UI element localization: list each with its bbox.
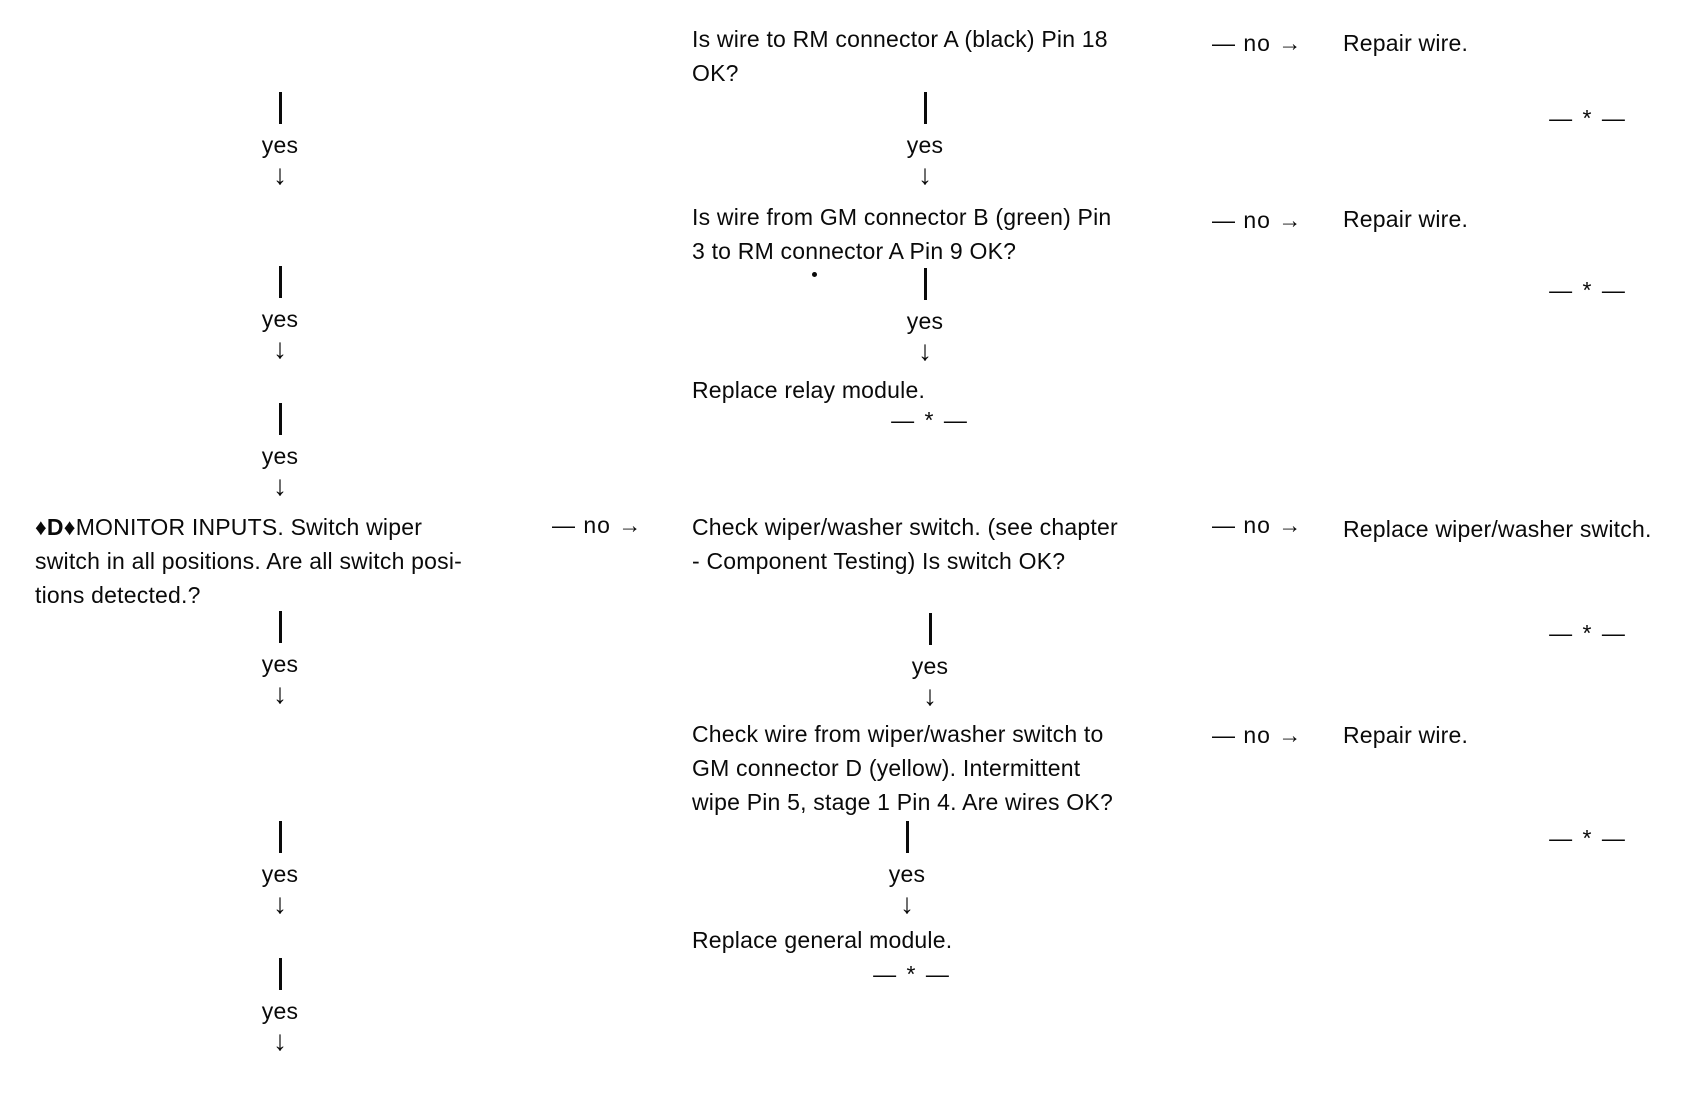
yes-chain: yes ↓ bbox=[885, 613, 975, 710]
footnote-separator: — * — bbox=[1549, 277, 1627, 303]
footnote-separator: — * — bbox=[873, 961, 951, 987]
yes-chain: yes ↓ bbox=[235, 958, 325, 1055]
yes-label: yes bbox=[888, 861, 926, 887]
yes-chain: yes ↓ bbox=[880, 92, 970, 189]
footnote-separator: — * — bbox=[1549, 105, 1627, 131]
yes-label: yes bbox=[261, 651, 299, 677]
flow-line-vertical bbox=[905, 821, 909, 853]
down-arrow-icon: ↓ bbox=[273, 333, 287, 364]
down-arrow-icon: ↓ bbox=[923, 680, 937, 711]
flow-line-vertical bbox=[278, 611, 282, 643]
no-connector: — no → bbox=[1212, 30, 1303, 56]
down-arrow-icon: ↓ bbox=[273, 159, 287, 190]
q2-wire-gm-b-pin3: Is wire from GM connector B (green) Pin … bbox=[692, 204, 1112, 264]
stray-mark bbox=[812, 272, 817, 277]
no-connector: — no → bbox=[552, 512, 643, 538]
down-arrow-icon: ↓ bbox=[918, 159, 932, 190]
q4-check-wires-gm-d: Check wire from wiper/washer switch to G… bbox=[692, 721, 1113, 815]
r2-replace-general-module: Replace general module. bbox=[692, 927, 953, 953]
d-step-marker: ♦D♦ bbox=[35, 514, 76, 540]
d-monitor-inputs-block: ♦D♦MONITOR INPUTS. Switch wiper switch i… bbox=[35, 510, 535, 612]
down-arrow-icon: ↓ bbox=[918, 335, 932, 366]
yes-label: yes bbox=[261, 998, 299, 1024]
yes-label: yes bbox=[261, 443, 299, 469]
yes-chain: yes ↓ bbox=[235, 821, 325, 918]
r1-replace-relay-module: Replace relay module. bbox=[692, 377, 926, 403]
flow-line-vertical bbox=[278, 266, 282, 298]
yes-chain: yes ↓ bbox=[235, 92, 325, 189]
flow-line-vertical bbox=[278, 821, 282, 853]
yes-label: yes bbox=[911, 653, 949, 679]
footnote-separator: — * — bbox=[1549, 620, 1627, 646]
q3-check-wiper-washer-switch: Check wiper/washer switch. (see chapter … bbox=[692, 514, 1118, 574]
yes-chain: yes ↓ bbox=[862, 821, 952, 918]
flow-line-vertical bbox=[278, 92, 282, 124]
down-arrow-icon: ↓ bbox=[273, 1025, 287, 1056]
yes-label: yes bbox=[261, 132, 299, 158]
down-arrow-icon: ↓ bbox=[273, 888, 287, 919]
down-arrow-icon: ↓ bbox=[273, 678, 287, 709]
flow-line-vertical bbox=[928, 613, 932, 645]
yes-chain: yes ↓ bbox=[235, 403, 325, 500]
yes-label: yes bbox=[261, 306, 299, 332]
flow-line-vertical bbox=[278, 403, 282, 435]
footnote-separator: — * — bbox=[1549, 825, 1627, 851]
down-arrow-icon: ↓ bbox=[900, 888, 914, 919]
footnote-separator: — * — bbox=[891, 407, 969, 433]
yes-chain: yes ↓ bbox=[880, 268, 970, 365]
flow-line-vertical bbox=[923, 92, 927, 124]
yes-label: yes bbox=[906, 308, 944, 334]
a3-replace-wiper-washer-switch: Replace wiper/washer switch. bbox=[1343, 516, 1652, 542]
no-connector: — no → bbox=[1212, 207, 1303, 233]
yes-label: yes bbox=[261, 861, 299, 887]
q1-wire-rm-a-pin18: Is wire to RM connector A (black) Pin 18… bbox=[692, 26, 1108, 86]
yes-chain: yes ↓ bbox=[235, 266, 325, 363]
yes-label: yes bbox=[906, 132, 944, 158]
a1-repair-wire: Repair wire. bbox=[1343, 30, 1469, 56]
flow-line-vertical bbox=[278, 958, 282, 990]
no-connector: — no → bbox=[1212, 722, 1303, 748]
down-arrow-icon: ↓ bbox=[273, 470, 287, 501]
a2-repair-wire: Repair wire. bbox=[1343, 206, 1469, 232]
a4-repair-wire: Repair wire. bbox=[1343, 722, 1469, 748]
d-step-text: MONITOR INPUTS. Switch wiper switch in a… bbox=[35, 514, 462, 608]
yes-chain: yes ↓ bbox=[235, 611, 325, 708]
flow-line-vertical bbox=[923, 268, 927, 300]
no-connector: — no → bbox=[1212, 512, 1303, 538]
